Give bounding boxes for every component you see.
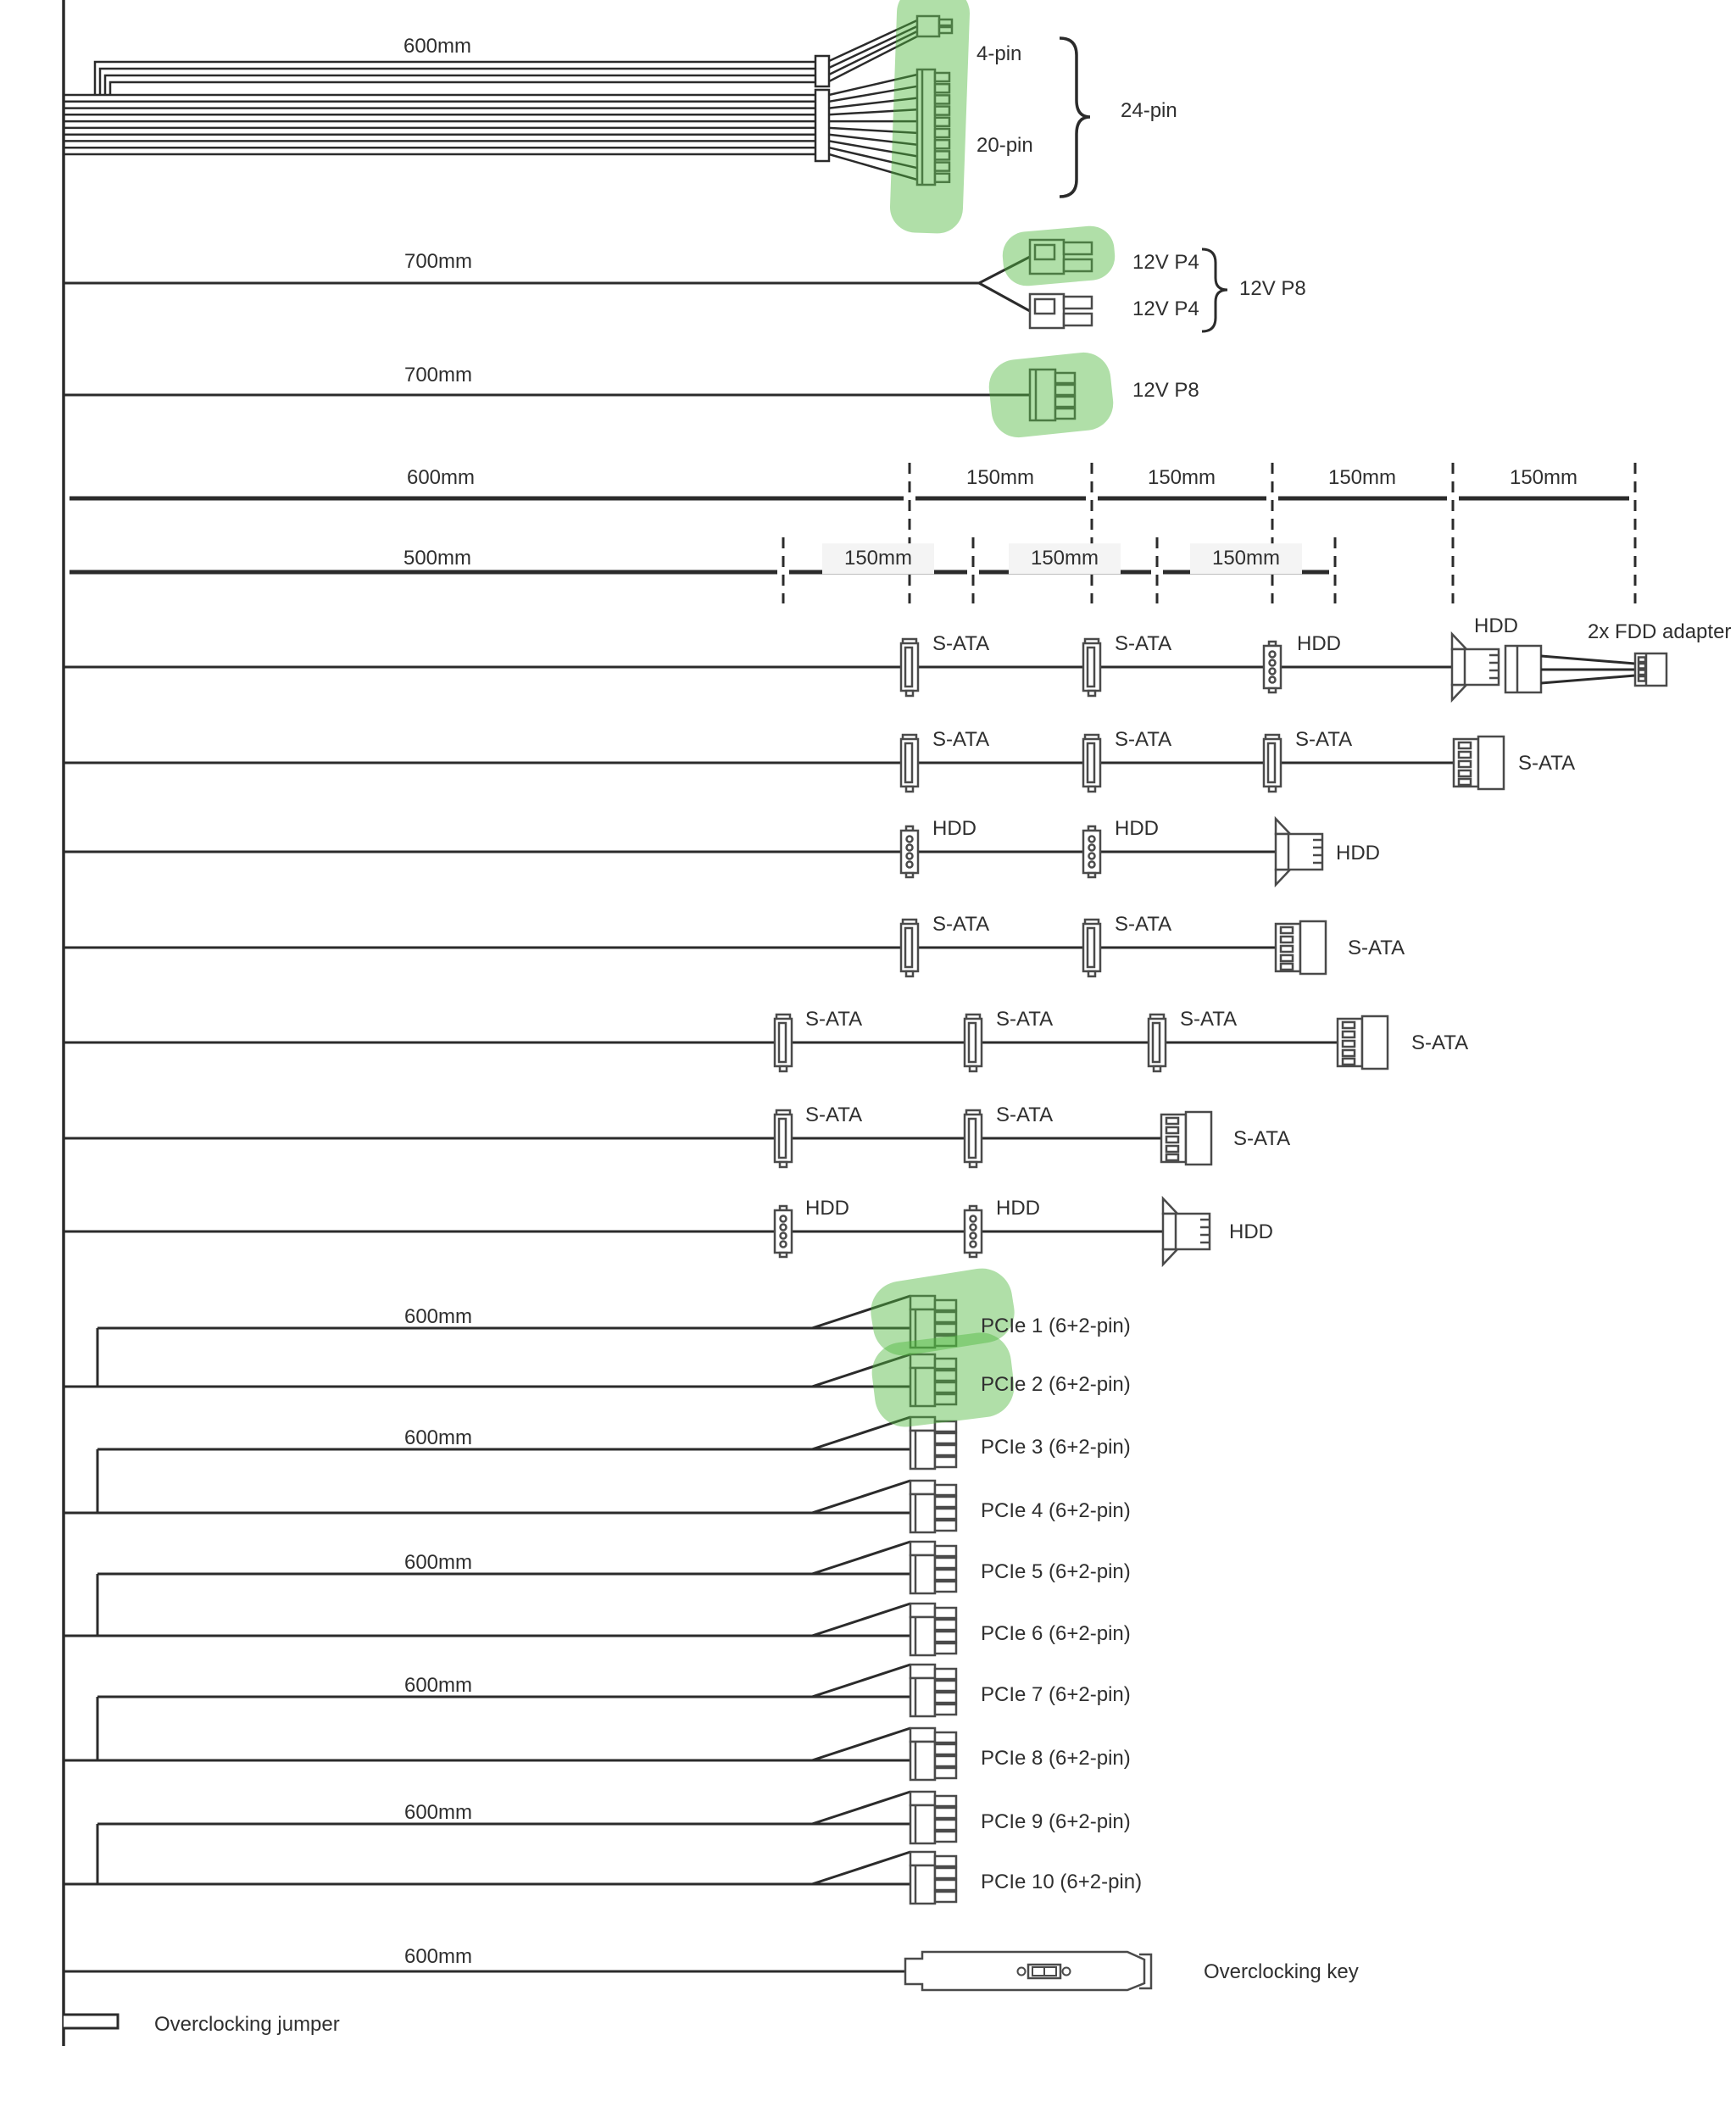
overclocking-jumper-icon (64, 2013, 120, 2030)
row6-sata-end-label: S-ATA (1233, 1127, 1291, 1151)
pcie-label-10: PCIe 10 (6+2-pin) (981, 1871, 1143, 1894)
cable-pcie-pair-1 (64, 1294, 958, 1408)
atx-length-label: 600mm (403, 35, 472, 58)
row2-sata-label-2: S-ATA (1115, 728, 1172, 752)
row3-hdd-label-1: HDD (932, 817, 976, 841)
cable-atx-24pin (64, 14, 954, 186)
ruler1-600-label: 600mm (406, 466, 476, 490)
row5-sata-label-2: S-ATA (996, 1008, 1054, 1031)
ruler2-150-label-1: 150mm (821, 543, 935, 574)
row7-hdd-end-label: HDD (1229, 1220, 1273, 1244)
atx-4pin-label: 4-pin (976, 42, 1022, 66)
ruler2-500-label: 500mm (403, 547, 472, 570)
pcie-length-label-1: 600mm (403, 1305, 473, 1329)
cable-pcie-pair-3 (64, 1540, 958, 1657)
cable-peripheral-4 (64, 918, 1327, 978)
pcie-length-label-5: 600mm (403, 1801, 473, 1825)
row5-sata-label-1: S-ATA (805, 1008, 863, 1031)
cable-peripheral-1 (64, 632, 1668, 702)
eps-p8-label: 12V P8 (1132, 379, 1199, 403)
eps-split-length-label: 700mm (403, 250, 473, 274)
row6-sata-label-1: S-ATA (805, 1104, 863, 1127)
ruler1-150-label-3: 150mm (1327, 466, 1397, 490)
row4-sata-label-1: S-ATA (932, 913, 990, 937)
highlight-24pin (889, 0, 971, 234)
eps-p8-brace-label: 12V P8 (1239, 277, 1306, 301)
atx-24pin-label: 24-pin (1121, 99, 1177, 123)
cable-peripheral-6 (64, 1109, 1213, 1169)
row5-sata-end-label: S-ATA (1411, 1031, 1469, 1055)
row5-sata-label-3: S-ATA (1180, 1008, 1238, 1031)
cable-peripheral-2 (64, 733, 1505, 793)
pcie-label-1: PCIe 1 (6+2-pin) (981, 1315, 1131, 1338)
row1-hdd-label: HDD (1297, 632, 1341, 656)
ocjumper-label: Overclocking jumper (154, 2013, 340, 2037)
row2-sata-label-1: S-ATA (932, 728, 990, 752)
cable-peripheral-5 (64, 1013, 1389, 1073)
highlight-pcie1 (871, 1268, 1015, 1356)
pcie-label-7: PCIe 7 (6+2-pin) (981, 1683, 1131, 1707)
row7-hdd-label-2: HDD (996, 1197, 1040, 1220)
row6-sata-label-2: S-ATA (996, 1104, 1054, 1127)
row2-sata-end-label: S-ATA (1518, 752, 1576, 776)
ockey-label: Overclocking key (1204, 1960, 1359, 1984)
cable-pcie-pair-5 (64, 1790, 958, 1905)
row1-sata-label-1: S-ATA (932, 632, 990, 656)
row3-hdd-end-label: HDD (1336, 842, 1380, 865)
row2-sata-label-3: S-ATA (1295, 728, 1353, 752)
cable-pcie-pair-2 (64, 1415, 958, 1534)
pcie-label-3: PCIe 3 (6+2-pin) (981, 1436, 1131, 1459)
pcie-label-8: PCIe 8 (6+2-pin) (981, 1747, 1131, 1771)
ruler-600-150 (70, 463, 1637, 603)
pcie-label-6: PCIe 6 (6+2-pin) (981, 1622, 1131, 1646)
ruler1-150-label-1: 150mm (965, 466, 1035, 490)
highlight-12vp8 (988, 352, 1114, 438)
cable-overclocking-key (64, 1950, 1153, 1992)
cable-peripheral-3 (64, 817, 1324, 887)
ruler2-150-label-2: 150mm (1008, 543, 1121, 574)
cable-eps-split (64, 238, 1093, 330)
eps-p4-upper-label: 12V P4 (1132, 251, 1199, 275)
brace-24pin-icon (1059, 36, 1091, 198)
highlights (871, 0, 1116, 1427)
row1-hdd-end-label: HDD (1474, 614, 1518, 638)
cable-eps (64, 368, 1077, 422)
pcie-label-2: PCIe 2 (6+2-pin) (981, 1373, 1131, 1397)
ockey-length-label: 600mm (403, 1945, 473, 1969)
row7-hdd-label-1: HDD (805, 1197, 849, 1220)
ruler2-150-label-3: 150mm (1189, 543, 1303, 574)
row4-sata-end-label: S-ATA (1348, 937, 1405, 960)
pcie-label-5: PCIe 5 (6+2-pin) (981, 1560, 1131, 1584)
eps-p4-lower-label: 12V P4 (1132, 297, 1199, 321)
row1-sata-label-2: S-ATA (1115, 632, 1172, 656)
eps-length-label: 700mm (403, 364, 473, 387)
pcie-length-label-2: 600mm (403, 1426, 473, 1450)
pcie-label-4: PCIe 4 (6+2-pin) (981, 1499, 1131, 1523)
atx-20pin-label: 20-pin (976, 134, 1033, 158)
pcie-label-9: PCIe 9 (6+2-pin) (981, 1810, 1131, 1834)
pcie-length-label-3: 600mm (403, 1551, 473, 1575)
brace-12vp8-icon (1201, 247, 1228, 333)
row4-sata-label-2: S-ATA (1115, 913, 1172, 937)
highlight-12vp4 (1002, 225, 1116, 286)
highlight-pcie2 (871, 1332, 1015, 1427)
pcie-length-label-4: 600mm (403, 1674, 473, 1698)
ruler1-150-label-2: 150mm (1147, 466, 1216, 490)
row1-fdd-label: 2x FDD adapter (1588, 620, 1732, 644)
row3-hdd-label-2: HDD (1115, 817, 1159, 841)
ruler1-150-label-4: 150mm (1509, 466, 1578, 490)
cable-peripheral-7 (64, 1197, 1211, 1266)
cable-pcie-pair-4 (64, 1663, 958, 1782)
